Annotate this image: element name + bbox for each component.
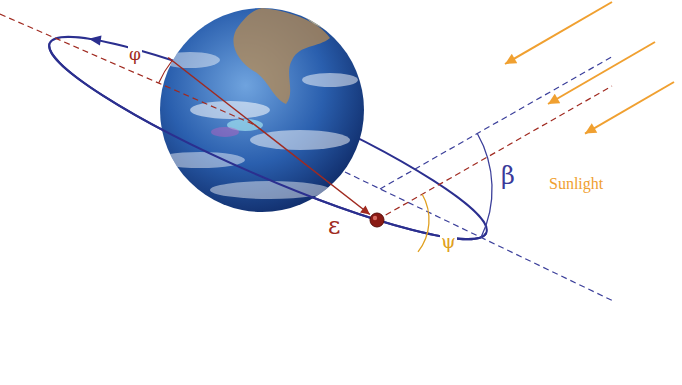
cloud-band: [302, 73, 358, 87]
cloud-band: [190, 101, 270, 119]
orbit-plane-line: [345, 172, 612, 300]
satellite-dot: [370, 213, 384, 227]
angle-symbol: φ: [128, 46, 142, 63]
radius-vector: [168, 58, 370, 215]
orbit-front-arc: [49, 43, 486, 239]
earth-disc: [160, 8, 364, 212]
orbit-ellipse: [35, 8, 502, 268]
sunlight-arrow: [548, 42, 655, 104]
earth-surface: [155, 8, 358, 199]
satellite-sun-line: [377, 86, 612, 220]
satellite-highlight: [373, 216, 377, 220]
sunlight-arrow: [505, 2, 612, 64]
land-mass: [233, 8, 330, 104]
sun-direction-line: [380, 57, 612, 189]
sunlight-label: Sunlight: [548, 176, 604, 192]
colored-region: [211, 127, 239, 137]
beta-angle-arc: [477, 134, 492, 238]
desert-area: [300, 12, 338, 32]
line-of-apsides: [0, 14, 255, 125]
angle-symbol: β: [500, 164, 516, 188]
orbit-direction-arrow: [89, 36, 102, 46]
cloud-band: [155, 152, 245, 168]
sunlight-arrow: [585, 82, 674, 134]
earth-globe: [155, 8, 364, 212]
phi-angle-arc: [159, 61, 173, 84]
psi-angle-arc: [418, 194, 429, 252]
angle-symbol: ψ: [440, 232, 457, 251]
angle-symbol: ε: [327, 214, 341, 238]
